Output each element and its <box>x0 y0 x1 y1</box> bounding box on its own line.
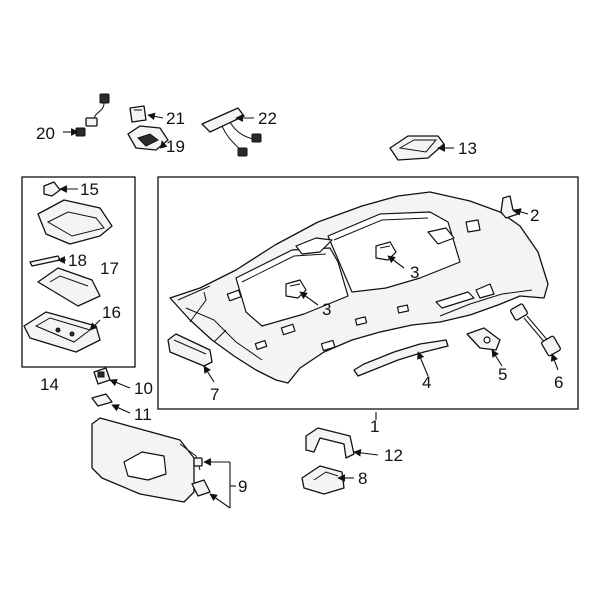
part-13-lamp[interactable] <box>389 135 445 161</box>
callout-labels: 20 21 19 22 13 15 2 18 17 3 3 16 4 5 6 1… <box>36 109 563 496</box>
callout-22: 22 <box>258 109 277 128</box>
callout-3-rear: 3 <box>410 263 419 282</box>
callout-7: 7 <box>210 385 219 404</box>
part-19-switch[interactable] <box>127 125 169 151</box>
part-15-bulb[interactable] <box>43 181 61 197</box>
part-16-console-base[interactable] <box>23 311 101 353</box>
part-11-cap[interactable] <box>91 393 113 407</box>
callout-1: 1 <box>370 417 379 436</box>
part-6-assist-post[interactable] <box>510 303 561 357</box>
callout-15: 15 <box>80 180 99 199</box>
headliner-panel[interactable] <box>169 191 549 384</box>
part-5-bracket[interactable] <box>466 327 501 351</box>
callout-12: 12 <box>384 446 403 465</box>
callout-13: 13 <box>458 139 477 158</box>
leader-lines <box>57 112 559 509</box>
callout-2: 2 <box>530 206 539 225</box>
part-7-handle[interactable] <box>167 333 213 367</box>
callout-14: 14 <box>40 375 59 394</box>
sun-visor[interactable] <box>91 417 211 503</box>
callout-19: 19 <box>166 137 185 156</box>
part-17-cover[interactable] <box>37 267 101 307</box>
console-group-box <box>21 176 136 368</box>
callout-3-front: 3 <box>322 300 331 319</box>
callout-11: 11 <box>134 405 152 424</box>
callout-5: 5 <box>498 365 507 384</box>
part-18-strip[interactable] <box>29 255 61 267</box>
part-10-clip[interactable] <box>93 367 111 385</box>
part-2-bracket[interactable] <box>500 195 519 219</box>
callout-16: 16 <box>102 303 121 322</box>
part-8-bracket[interactable] <box>301 465 345 495</box>
callout-20: 20 <box>36 124 55 143</box>
callout-8: 8 <box>358 469 367 488</box>
part-20-wiring[interactable] <box>75 93 110 137</box>
callout-21: 21 <box>166 109 185 128</box>
headliner-group-box <box>157 176 579 410</box>
part-21-clip[interactable] <box>129 105 147 123</box>
callout-17: 17 <box>100 259 119 278</box>
callout-10: 10 <box>134 379 153 398</box>
callout-18: 18 <box>68 251 87 270</box>
part-14-lens-upper[interactable] <box>37 199 113 245</box>
dome-lamp-rear[interactable] <box>375 241 397 261</box>
callout-6: 6 <box>554 373 563 392</box>
part-4-trim-strip[interactable] <box>353 339 449 377</box>
callout-4: 4 <box>422 373 431 392</box>
part-22-harness[interactable] <box>201 107 262 157</box>
callout-9: 9 <box>238 477 247 496</box>
part-12-grab-handle[interactable] <box>305 427 355 459</box>
